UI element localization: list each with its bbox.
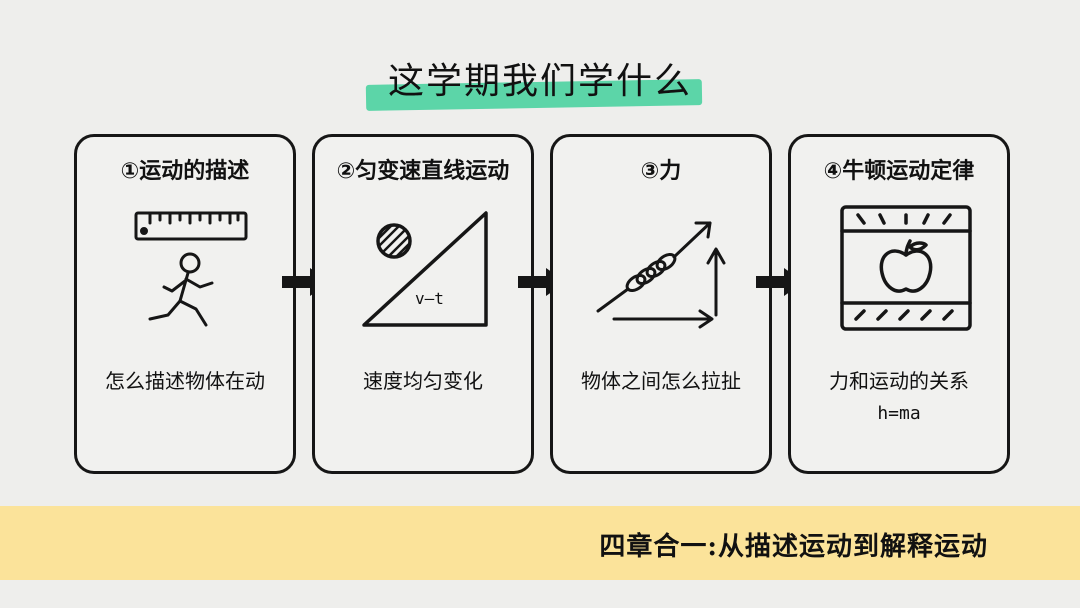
- spring-vectors-icon: [596, 221, 726, 329]
- summary-band: [0, 506, 1080, 580]
- page-title: 这学期我们学什么: [387, 61, 692, 102]
- ruler-runner-icon: [134, 211, 248, 327]
- card-title: ②匀变速直线运动: [336, 159, 510, 184]
- card-description: 速度均匀变化: [363, 369, 483, 393]
- card-description: 物体之间怎么拉扯: [581, 369, 741, 393]
- vt-label: v–t: [415, 289, 444, 308]
- chapter-card-4: ④牛顿运动定律 力和运动的关系 h=ma: [788, 134, 1010, 474]
- chapter-card-3: ③力 物体之间怎么拉扯: [550, 134, 772, 474]
- summary-text: 四章合一:从描述运动到解释运动: [599, 532, 988, 562]
- chapter-card-2: ②匀变速直线运动 v–t 速度均匀变化: [312, 134, 534, 474]
- card-title: ④牛顿运动定律: [823, 159, 975, 184]
- card-description: 力和运动的关系: [829, 369, 969, 393]
- card-description: 怎么描述物体在动: [105, 369, 265, 393]
- triangle-ball-icon: [362, 211, 488, 327]
- card-title: ①运动的描述: [120, 159, 250, 184]
- card-title: ③力: [640, 159, 682, 184]
- title-container: 这学期我们学什么: [0, 52, 1080, 104]
- card-formula: h=ma: [877, 403, 921, 424]
- apple-window-icon: [840, 205, 972, 331]
- chapter-card-1: ①运动的描述 怎么描述物体在动: [74, 134, 296, 474]
